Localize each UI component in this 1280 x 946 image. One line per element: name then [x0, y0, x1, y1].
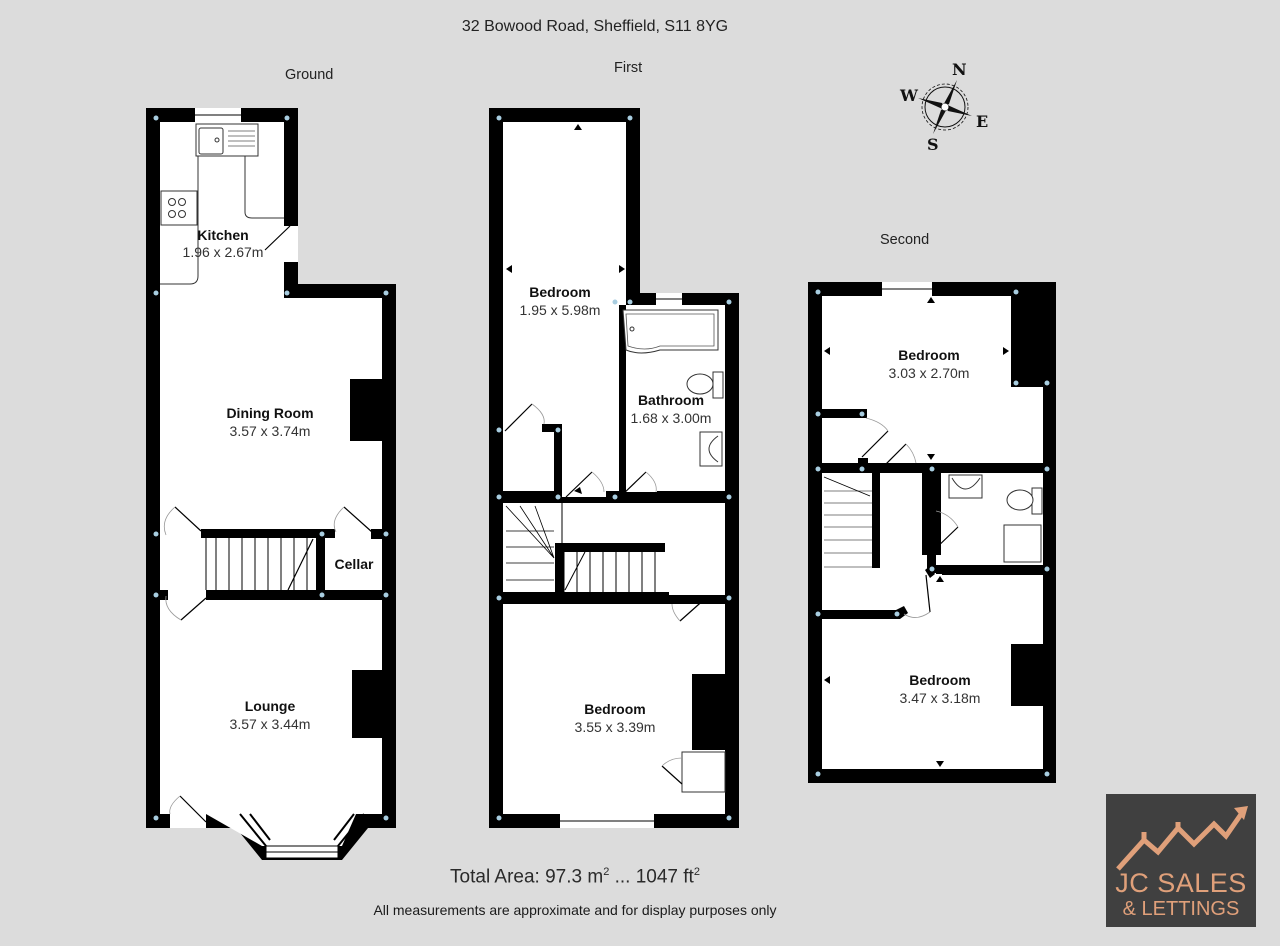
- logo-line2: & LETTINGS: [1122, 898, 1240, 920]
- disclaimer: All measurements are approximate and for…: [373, 902, 777, 918]
- compass-east: E: [976, 112, 988, 131]
- room-dims-dining-room: 3.57 x 3.74m: [230, 423, 311, 439]
- logo-line1: JC SALES: [1115, 868, 1247, 898]
- agency-logo: JC SALES & LETTINGS: [1106, 794, 1256, 927]
- second-floor-plan: Bedroom 3.03 x 2.70m Bedroom 3.47 x 3.18…: [808, 282, 1056, 783]
- floor-label-second: Second: [880, 232, 930, 248]
- room-name-cellar: Cellar: [335, 556, 374, 572]
- room-name-lounge: Lounge: [245, 698, 296, 714]
- room-dims-bedroom-front: 3.55 x 3.39m: [575, 719, 656, 735]
- rising-chart-icon: [1116, 806, 1248, 871]
- room-name-dining-room: Dining Room: [226, 405, 313, 421]
- room-name-bedroom-second-front: Bedroom: [909, 672, 970, 688]
- room-name-kitchen: Kitchen: [197, 227, 248, 243]
- first-floor-plan: Bedroom 1.95 x 5.98m Bathroom 1.68 x 3.0…: [489, 108, 739, 828]
- room-dims-kitchen: 1.96 x 2.67m: [183, 244, 264, 260]
- property-address: 32 Bowood Road, Sheffield, S11 8YG: [461, 18, 729, 35]
- room-name-bedroom-front: Bedroom: [584, 701, 645, 717]
- compass-south: S: [927, 135, 939, 154]
- compass-north: N: [952, 60, 967, 79]
- room-name-bathroom: Bathroom: [638, 392, 704, 408]
- room-dims-bedroom-second-front: 3.47 x 3.18m: [900, 690, 981, 706]
- floor-label-first: First: [614, 60, 643, 76]
- total-area: Total Area: 97.3 m2 ... 1047 ft2: [450, 866, 700, 888]
- ground-floor-plan: Kitchen 1.96 x 2.67m Dining Room 3.57 x …: [146, 108, 396, 860]
- floor-label-ground: Ground: [285, 67, 334, 83]
- compass-west: W: [899, 86, 919, 105]
- room-dims-bedroom-rear: 1.95 x 5.98m: [520, 302, 601, 318]
- room-name-bedroom-second-rear: Bedroom: [898, 347, 959, 363]
- room-dims-lounge: 3.57 x 3.44m: [230, 716, 311, 732]
- compass-icon: N E S W: [899, 60, 988, 154]
- room-dims-bathroom: 1.68 x 3.00m: [631, 410, 712, 426]
- room-name-bedroom-rear: Bedroom: [529, 284, 590, 300]
- room-dims-bedroom-second-rear: 3.03 x 2.70m: [889, 365, 970, 381]
